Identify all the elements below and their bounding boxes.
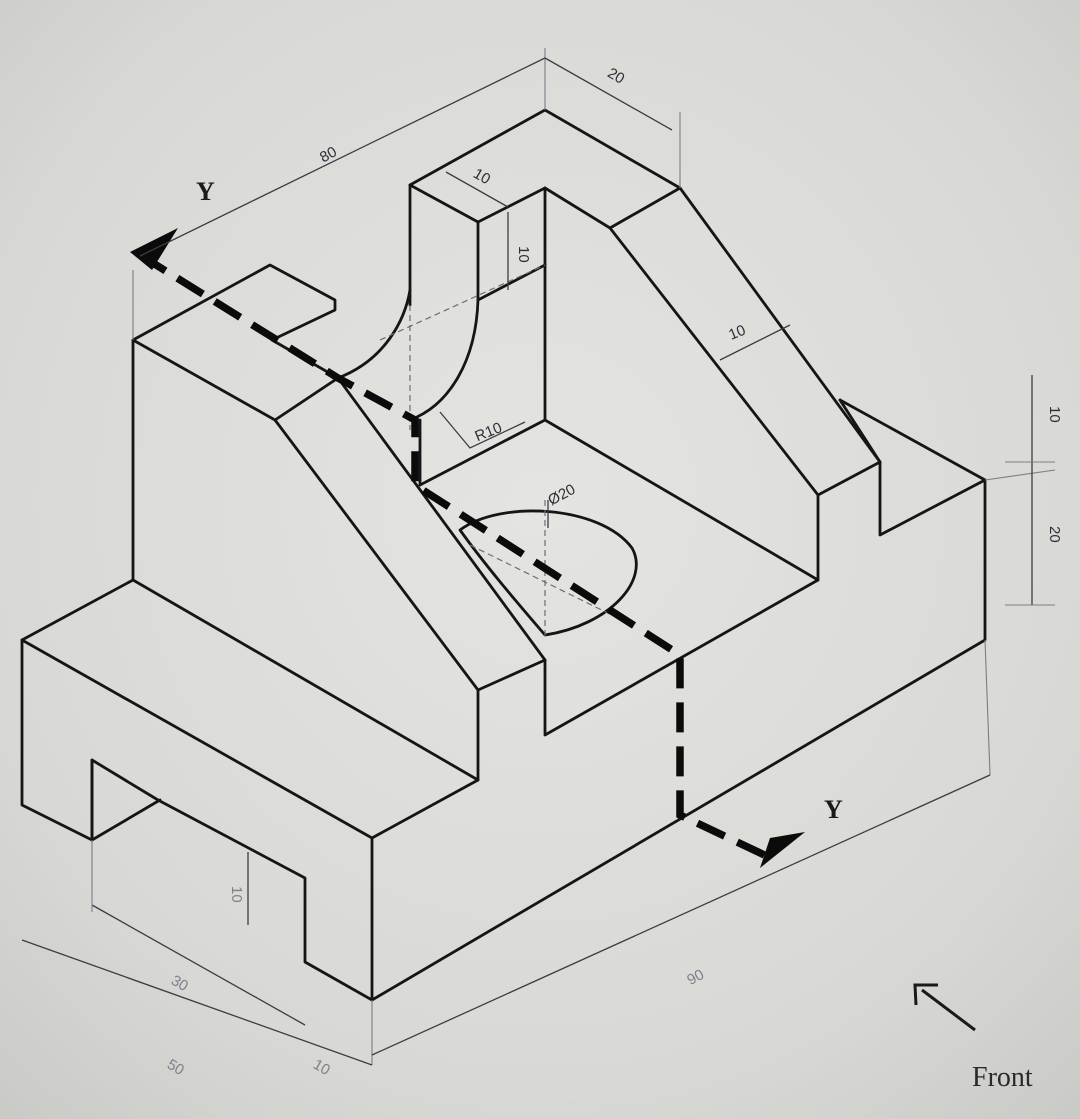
dim-top-block-width: 10 xyxy=(470,165,493,188)
front-arrowhead-icon xyxy=(913,983,938,1006)
dim-right-bottom-height: 20 xyxy=(1046,526,1063,543)
dim-foot-height: 10 xyxy=(228,886,245,903)
dim-left-total: 50 xyxy=(164,1056,187,1079)
section-label-bottom-right: Y xyxy=(824,795,843,824)
fillet-tangent xyxy=(476,263,547,302)
front-view-indicator: Front xyxy=(913,983,1033,1093)
left-block-front-face xyxy=(131,338,480,782)
dim-depth-top: 20 xyxy=(604,65,627,88)
dim-rib-width: 10 xyxy=(726,322,748,344)
base-left-top xyxy=(20,578,480,840)
dim-bottom-length: 90 xyxy=(684,966,707,989)
section-label-top-left: Y xyxy=(196,177,215,206)
object-outline xyxy=(20,108,987,1002)
front-arrow-icon xyxy=(921,988,976,1032)
left-block-slope-cap xyxy=(273,376,340,422)
dim-right-top-height: 10 xyxy=(1046,406,1063,423)
dim-top-block-height: 10 xyxy=(515,246,532,263)
dim-left-step: 10 xyxy=(310,1056,333,1079)
cutting-plane-arrow-bottom xyxy=(760,832,805,868)
cutting-plane-line xyxy=(138,251,777,864)
left-block-slope-edge xyxy=(273,418,480,692)
hole-ellipse xyxy=(458,509,638,637)
rib-top-face xyxy=(608,186,682,230)
dim-length-top: 80 xyxy=(317,143,340,166)
front-view-label: Front xyxy=(972,1062,1033,1093)
base-inner-channel xyxy=(543,398,987,737)
dim-left-depth: 30 xyxy=(168,972,191,995)
left-block-slope-edge-inner xyxy=(336,376,547,662)
rib-outline xyxy=(408,108,882,464)
left-block-slope-bottom xyxy=(476,658,547,692)
left-block-top-edge xyxy=(131,338,277,422)
fillet-curve-outer xyxy=(336,288,412,380)
left-block-top xyxy=(131,263,340,380)
fillet-curve-inner xyxy=(408,298,480,422)
dimension-lines xyxy=(21,48,1056,1066)
